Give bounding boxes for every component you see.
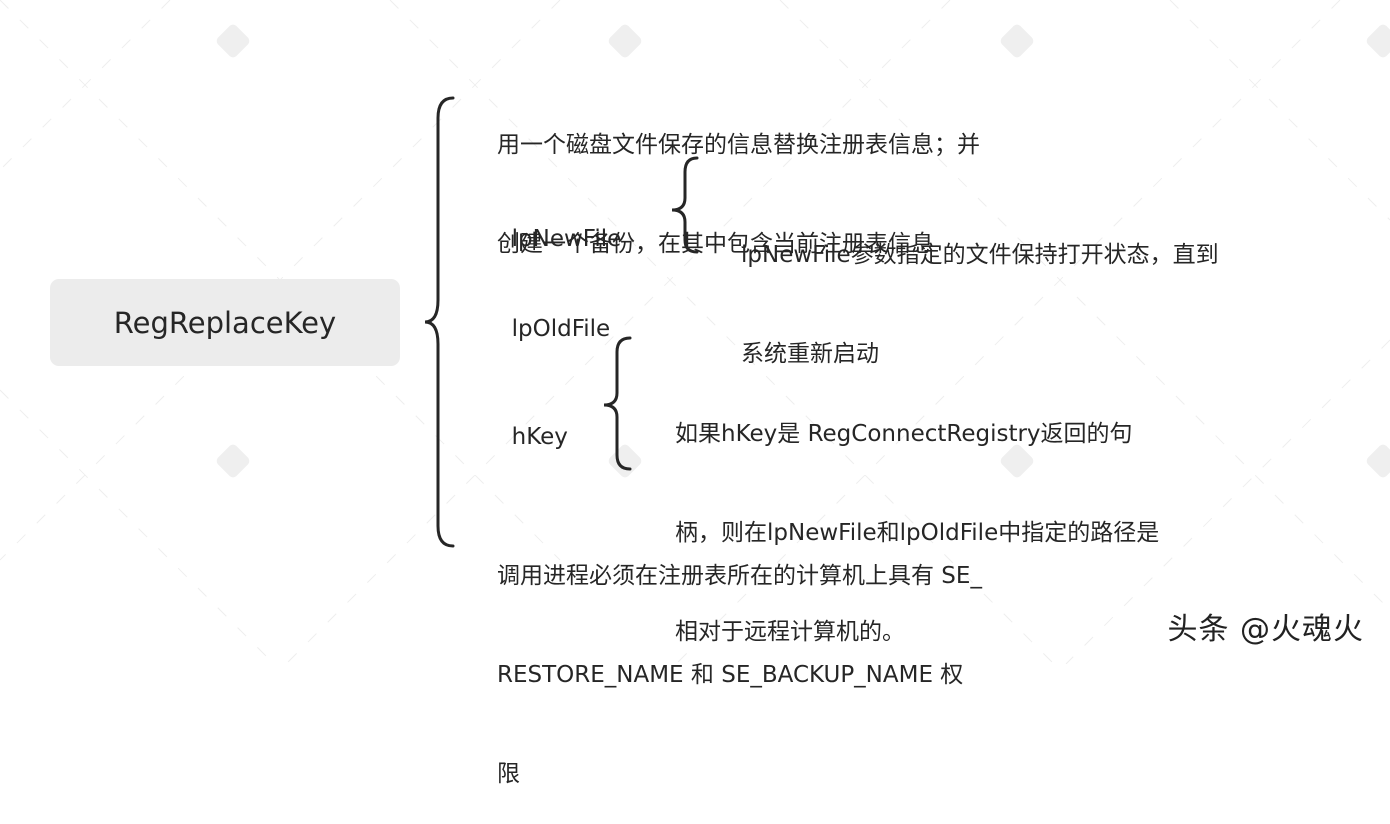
branch-lpnewfile-label: lpNewFile — [511, 226, 622, 252]
hkey-detail-line: 相对于远程计算机的。 — [675, 619, 905, 645]
branch-privilege-line: 调用进程必须在注册表所在的计算机上具有 SE_ — [497, 563, 982, 589]
main-brace — [424, 96, 455, 548]
branch-description-line: 创建一个备份，在其中包含当前注册表信息 — [497, 231, 934, 257]
branch-description[interactable]: 用一个磁盘文件保存的信息替换注册表信息；并 创建一个备份，在其中包含当前注册表信… — [497, 63, 980, 294]
branch-hkey-label: hKey — [511, 424, 568, 450]
branch-description-line: 用一个磁盘文件保存的信息替换注册表信息；并 — [497, 132, 980, 158]
hkey-brace — [603, 336, 632, 471]
branch-hkey[interactable]: hKey — [497, 388, 568, 454]
branch-lpoldfile[interactable]: lpOldFile — [497, 280, 611, 346]
root-topic-label: RegReplaceKey — [113, 305, 337, 340]
lpnewfile-detail-line: 系统重新启动 — [741, 341, 879, 367]
source-watermark: 头条 @火魂火 — [1167, 612, 1364, 647]
lpnewfile-detail-line: lpNewFile参数指定的文件保持打开状态，直到 — [741, 242, 1219, 268]
branch-lpnewfile[interactable]: lpNewFile — [497, 190, 622, 256]
hkey-detail-line: 如果hKey是 RegConnectRegistry返回的句 — [675, 421, 1133, 447]
connector-braces — [424, 96, 699, 548]
branch-lpoldfile-label: lpOldFile — [511, 316, 611, 342]
branch-privilege-line: 限 — [497, 761, 520, 787]
hkey-detail[interactable]: 如果hKey是 RegConnectRegistry返回的句 柄，则在lpNew… — [675, 352, 1159, 682]
root-topic[interactable]: RegReplaceKey — [50, 279, 400, 366]
hkey-detail-line: 柄，则在lpNewFile和lpOldFile中指定的路径是 — [675, 520, 1160, 546]
lpnewfile-brace — [671, 156, 699, 254]
lpnewfile-detail[interactable]: lpNewFile参数指定的文件保持打开状态，直到 系统重新启动 — [741, 173, 1219, 404]
branch-privilege[interactable]: 调用进程必须在注册表所在的计算机上具有 SE_ RESTORE_NAME 和 S… — [497, 494, 982, 824]
